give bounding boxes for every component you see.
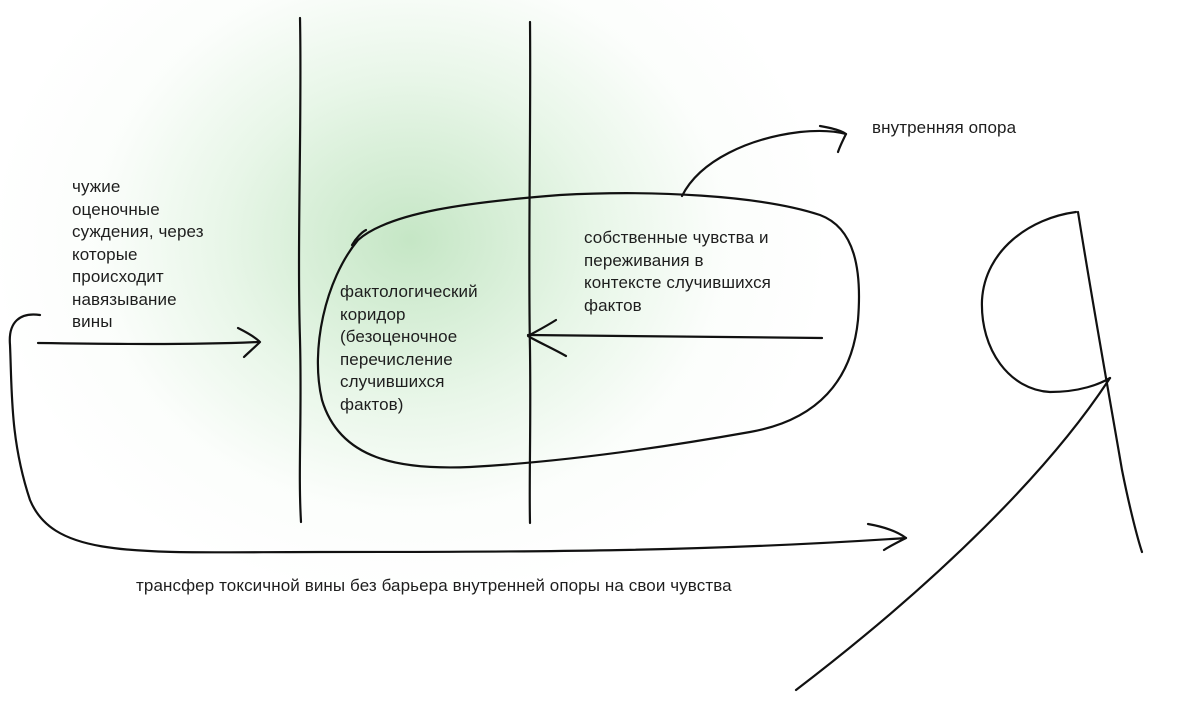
- right-barrier-line: [528, 20, 532, 525]
- support-arrow-shaft: [680, 129, 848, 198]
- transfer-arrow-head: [866, 522, 908, 552]
- inner-support-label: внутренняя опора: [872, 118, 1017, 137]
- judgments-arrow-shaft: [36, 340, 260, 346]
- judgments-label: чужие оценочные суждения, через которые …: [72, 177, 204, 331]
- feelings-oval: [316, 192, 861, 469]
- letter-ya-bowl: [980, 210, 1112, 394]
- own-feelings-label: собственные чувства и переживания в конт…: [584, 228, 771, 315]
- support-arrow-head: [818, 124, 848, 154]
- letter-ya-stem: [1076, 210, 1144, 554]
- judgments-arrow-head: [236, 326, 262, 359]
- transfer-arrow-shaft: [8, 313, 908, 554]
- oval-start-hook: [350, 228, 368, 247]
- feelings-arrow-head: [526, 318, 568, 358]
- factual-corridor-label: фактологический коридор (безоценочное пе…: [340, 282, 478, 414]
- toxic-guilt-transfer-label: трансфер токсичной вины без барьера внут…: [136, 576, 732, 595]
- feelings-arrow-shaft: [526, 333, 824, 340]
- left-barrier-line: [297, 16, 303, 524]
- letter-ya-leg: [794, 376, 1112, 692]
